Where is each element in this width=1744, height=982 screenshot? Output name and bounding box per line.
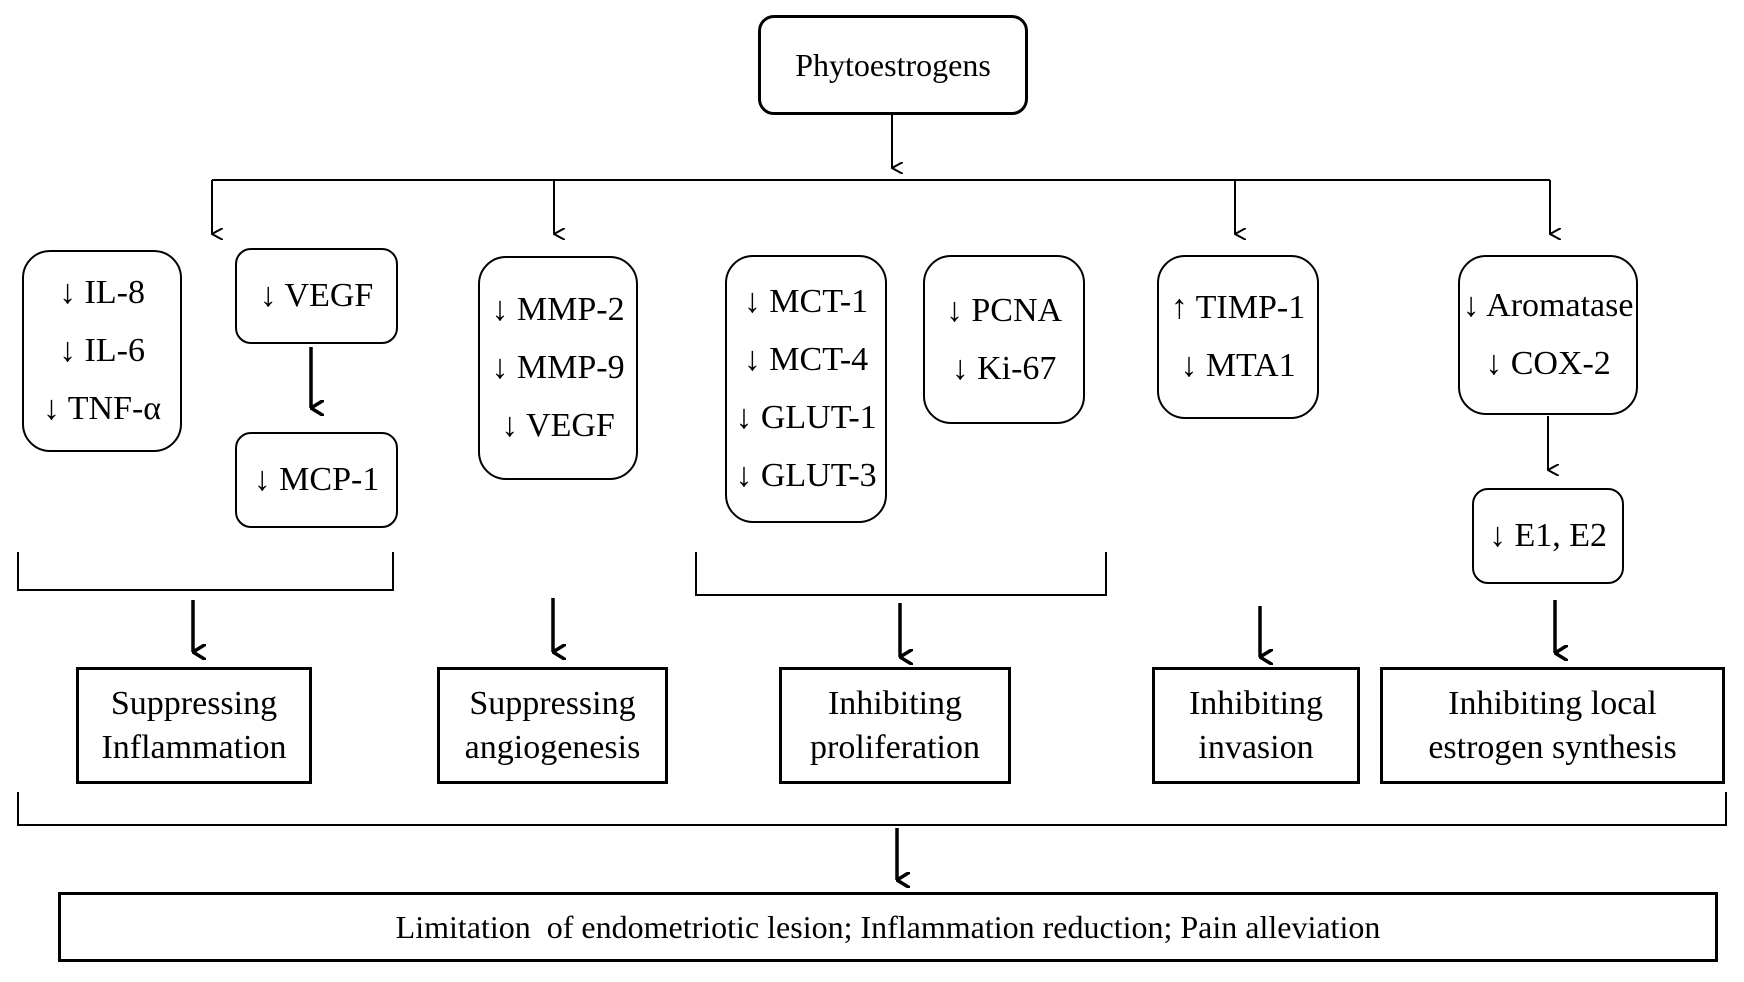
marker-mta1: ↓ MTA1 — [1180, 347, 1296, 384]
marker-il6: ↓ IL-6 — [59, 332, 145, 369]
effect-inhibiting-invasion: Inhibiting invasion — [1152, 667, 1360, 784]
marker-pcna: ↓ PCNA — [945, 291, 1063, 329]
phytoestrogens-label: Phytoestrogens — [795, 47, 991, 83]
marker-mmp2: ↓ MMP-2 — [491, 291, 625, 328]
outcome-box: Limitation of endometriotic lesion; Infl… — [58, 892, 1718, 962]
effect-suppressing-angiogenesis: Suppressing angiogenesis — [437, 667, 668, 784]
mmp-box: ↓ MMP-2 ↓ MMP-9 ↓ VEGF — [478, 256, 638, 480]
mcp1-box: ↓ MCP-1 — [235, 432, 398, 528]
marker-cox2: ↓ COX-2 — [1485, 345, 1611, 382]
effect-inhibiting-proliferation: Inhibiting proliferation — [779, 667, 1011, 784]
marker-il8: ↓ IL-8 — [59, 274, 145, 311]
marker-aromatase: ↓ Aromatase — [1462, 287, 1634, 324]
outcome-label: Limitation of endometriotic lesion; Infl… — [395, 909, 1381, 945]
marker-vegf: ↓ VEGF — [259, 277, 374, 314]
invasion-marker-box: ↑ TIMP-1 ↓ MTA1 — [1157, 255, 1319, 419]
bracket-inflammation — [17, 552, 394, 591]
vegf-box: ↓ VEGF — [235, 248, 398, 344]
marker-mct1: ↓ MCT-1 — [743, 283, 869, 320]
phytoestrogens-box: Phytoestrogens — [758, 15, 1028, 115]
bracket-all — [17, 792, 1727, 826]
marker-mcp1: ↓ MCP-1 — [253, 461, 380, 498]
estrogen-box: ↓ E1, E2 — [1472, 488, 1624, 584]
bracket-proliferation — [695, 552, 1107, 596]
proliferation-marker-box: ↓ PCNA ↓ Ki-67 — [923, 255, 1085, 424]
marker-mmp9: ↓ MMP-9 — [491, 349, 625, 386]
marker-glut1: ↓ GLUT-1 — [735, 399, 877, 436]
transporter-box: ↓ MCT-1 ↓ MCT-4 ↓ GLUT-1 ↓ GLUT-3 — [725, 255, 887, 523]
marker-e1-e2: ↓ E1, E2 — [1488, 517, 1608, 554]
marker-vegf-angio: ↓ VEGF — [501, 407, 615, 444]
effect-suppressing-inflammation: Suppressing Inflammation — [76, 667, 312, 784]
marker-ki67: ↓ Ki-67 — [951, 349, 1057, 387]
cytokine-box: ↓ IL-8 ↓ IL-6 ↓ TNF-α — [22, 250, 182, 452]
effect-inhibiting-estrogen-synthesis: Inhibiting local estrogen synthesis — [1380, 667, 1725, 784]
marker-glut3: ↓ GLUT-3 — [735, 457, 877, 494]
marker-mct4: ↓ MCT-4 — [743, 341, 869, 378]
marker-timp1: ↑ TIMP-1 — [1170, 289, 1306, 326]
marker-tnf-alpha: ↓ TNF-α — [42, 390, 162, 427]
enzyme-box: ↓ Aromatase ↓ COX-2 — [1458, 255, 1638, 415]
